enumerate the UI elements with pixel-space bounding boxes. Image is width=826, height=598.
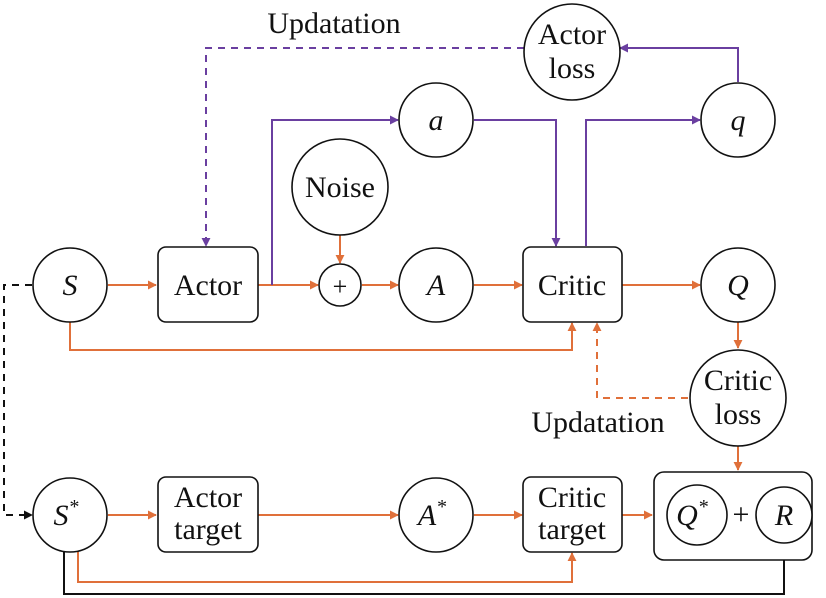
s-star-superscript: * [69,496,79,518]
edge-actor-a [271,115,399,285]
actor-target-label-line1: Actor [174,481,242,514]
r-label: R [774,499,793,532]
updatation-label-top: Updatation [267,7,400,40]
a-star-superscript: * [436,496,446,518]
edge-actorloss-actor-dashed [201,47,524,247]
big-q-label: Q [727,269,749,302]
big-a-label: A [425,269,446,302]
edge-s-critic [69,322,577,351]
q-star-plus-r-box: Q* + R [653,471,813,561]
s-node: S [32,247,108,323]
critic-loss-label-line1: Critic [704,364,772,397]
a-star-node: A* [398,477,474,553]
edge-q-actorloss [619,43,739,82]
a-small-label: a [429,104,444,137]
q-star-label: Q* [676,496,708,532]
plus-label: + [333,272,348,301]
actor-target-node: Actor target [157,476,259,553]
edge-s-sstar-dashed [3,284,33,520]
actor-loss-label-line2: loss [549,52,596,85]
edge-sstar-r [63,543,789,595]
critic-target-label-line1: Critic [538,481,606,514]
critic-target-node: Critic target [522,476,623,553]
critic-label: Critic [538,269,606,302]
a-star-label: A* [416,496,446,532]
actor-loss-node: Actor loss [523,3,621,101]
edge-criticloss-critic-dashed [592,322,688,399]
actor-label: Actor [174,269,242,302]
q-star-node: Q* [666,484,728,546]
actor-loss-label-line1: Actor [538,18,606,51]
actor-node: Actor [157,246,259,323]
sum-plus-label: + [733,498,750,531]
big-a-node: A [398,247,474,323]
critic-loss-label-line2: loss [715,398,762,431]
big-q-node: Q [700,247,776,323]
q-small-node: q [700,82,776,158]
r-node: R [755,486,813,544]
s-star-node: S* [32,477,108,553]
s-star-label: S* [54,496,79,532]
s-label: S [63,269,78,302]
plus-node: + [318,263,362,307]
noise-label: Noise [305,171,375,204]
edge-a-critic-purple [474,119,561,247]
edge-critic-q-purple [585,115,701,246]
edge-sstar-critictarget [77,550,577,583]
q-star-superscript: * [698,496,708,518]
actor-target-label-line2: target [174,513,242,546]
q-small-label: q [731,104,746,137]
critic-target-label-line2: target [538,513,606,546]
noise-node: Noise [291,138,389,236]
critic-node: Critic [522,246,623,323]
updatation-label-bottom: Updatation [531,406,664,439]
a-small-node: a [398,82,474,158]
critic-loss-node: Critic loss [689,349,787,447]
